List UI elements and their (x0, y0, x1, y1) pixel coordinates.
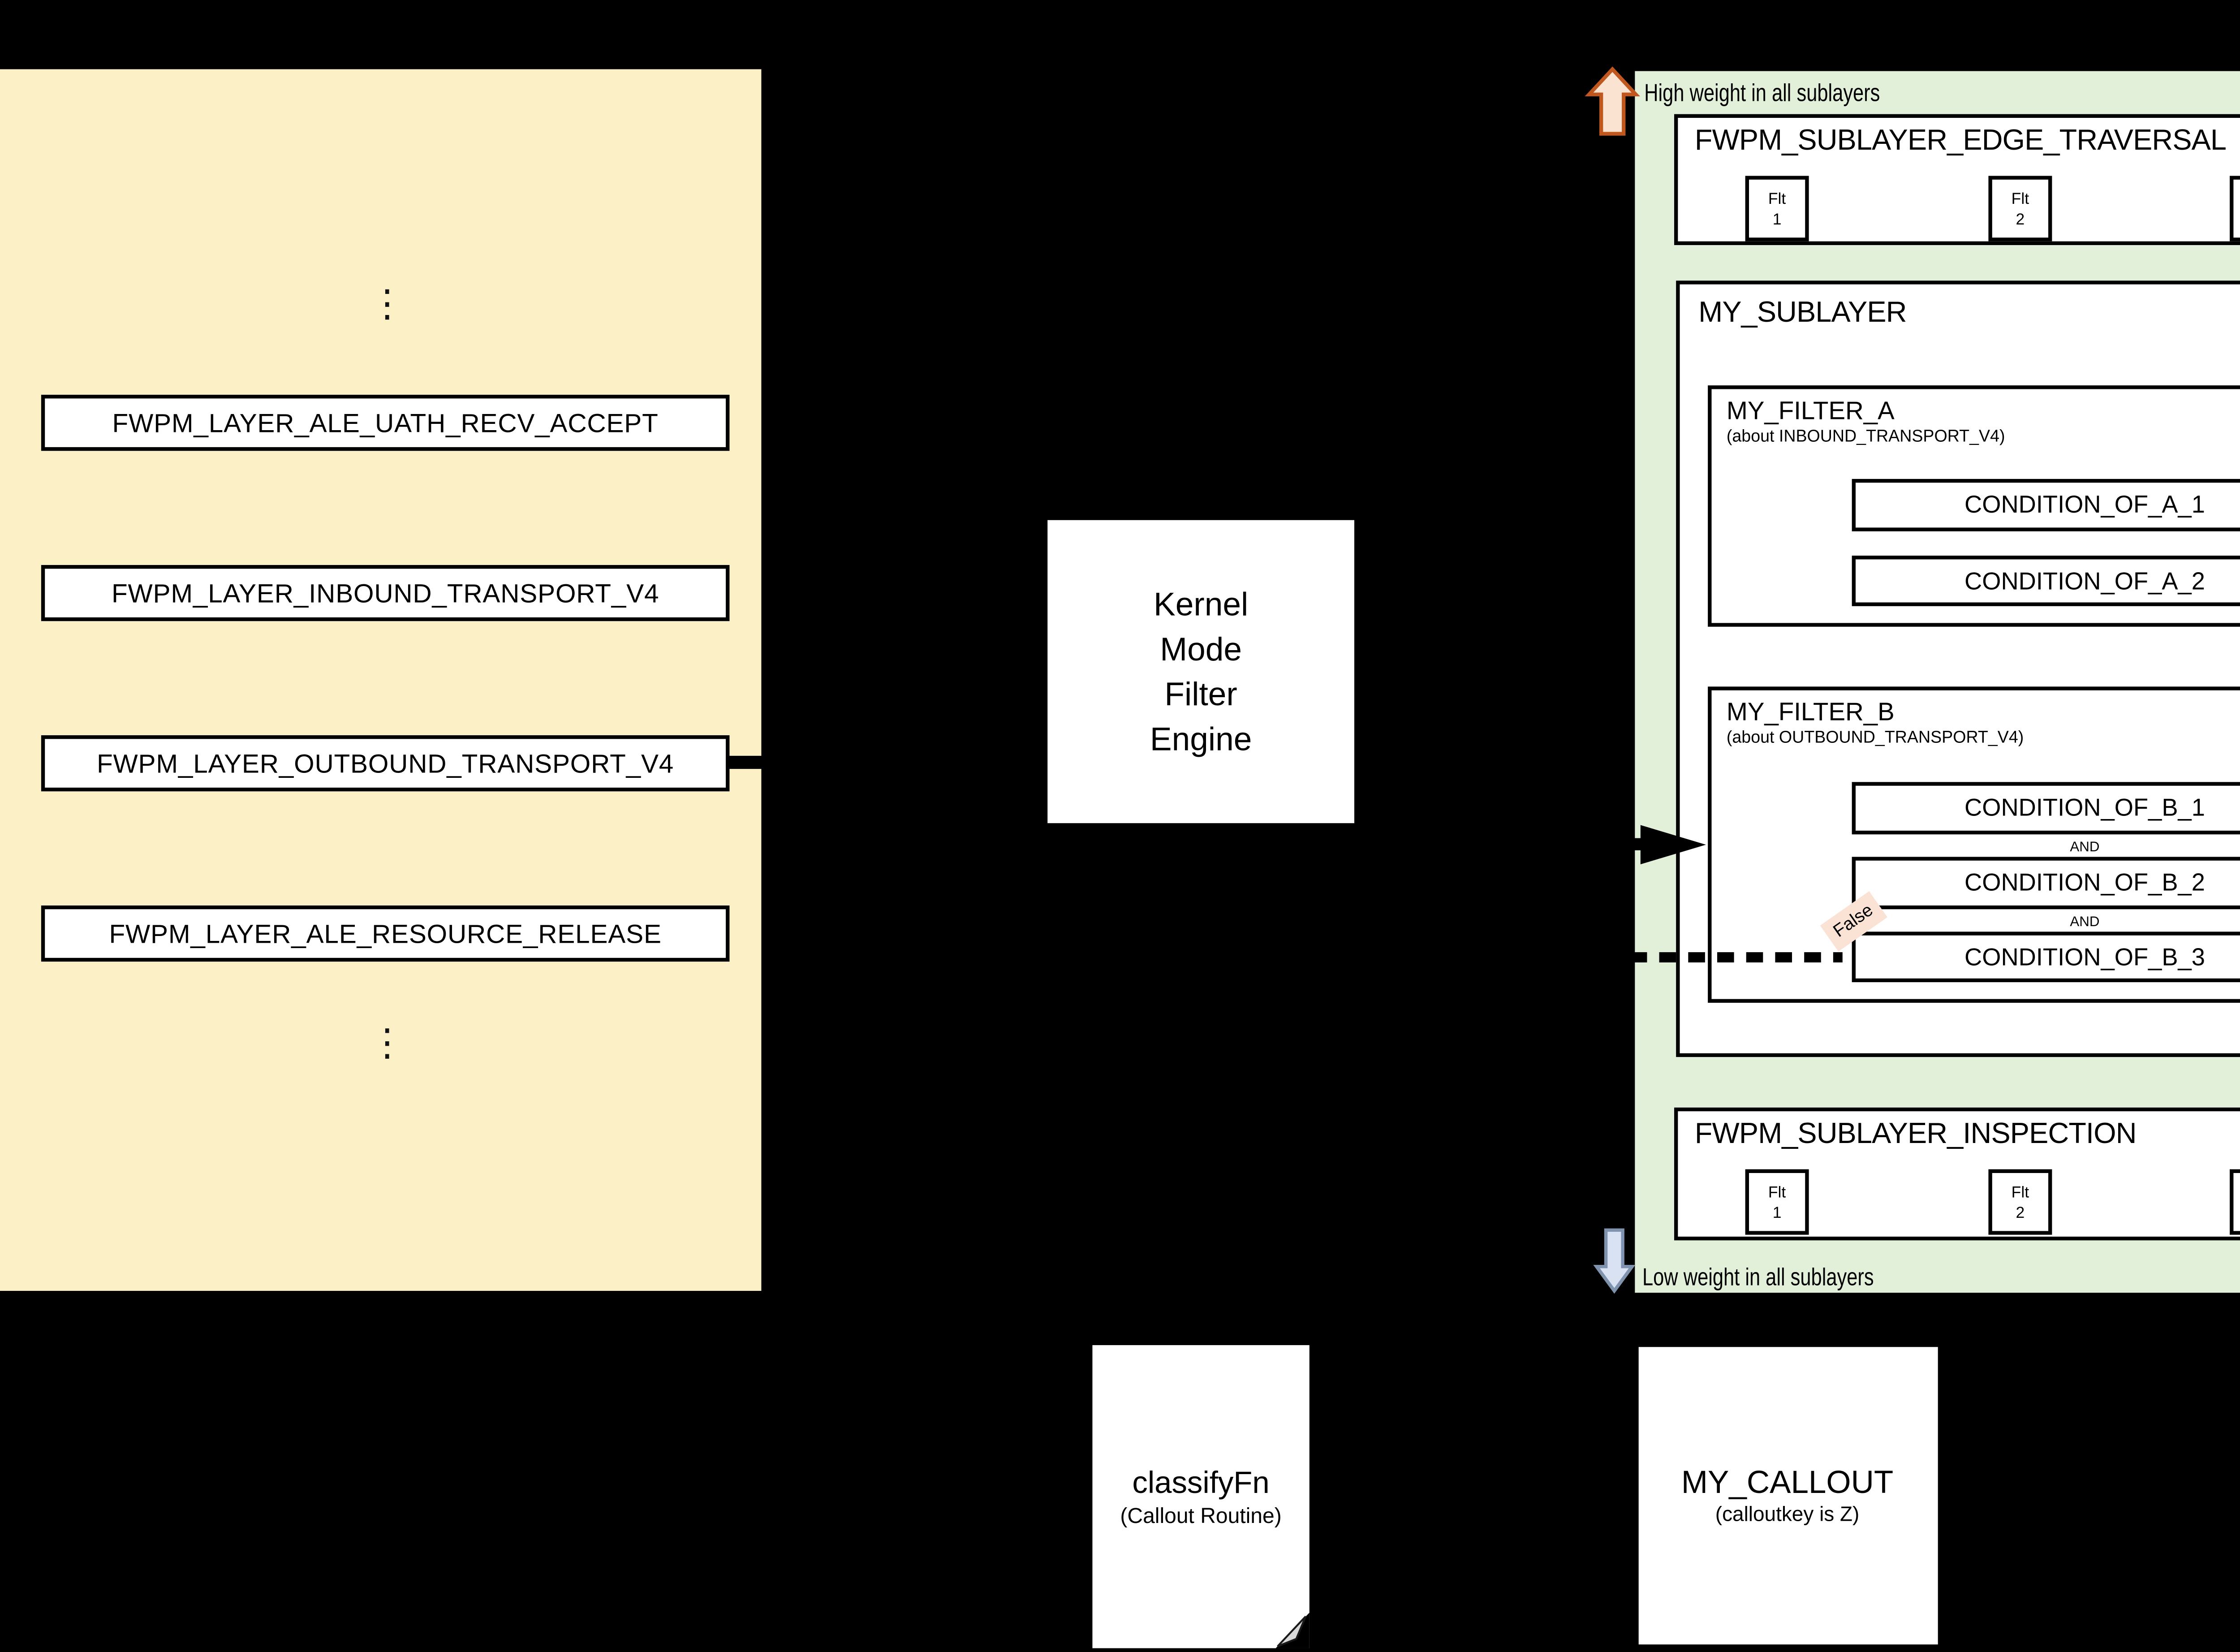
edge-filter-3: Flt 3 (2230, 176, 2240, 242)
kernel-engine-line: Engine (1150, 720, 1252, 758)
my-filter-a-box: MY_FILTER_A (about INBOUND_TRANSPORT_V4)… (1708, 385, 2240, 627)
filtering-layers-panel: ⋮ FWPM_LAYER_ALE_UATH_RECV_ACCEPT FWPM_L… (0, 69, 767, 1291)
my-callout-title: MY_CALLOUT (1681, 1464, 1894, 1500)
classifyfn-document: classifyFn (Callout Routine) (1092, 1345, 1310, 1648)
folded-corner-icon (1275, 1613, 1310, 1648)
and-label-1: AND (2070, 837, 2100, 854)
kernel-engine-line: Filter (1164, 675, 1237, 713)
my-sublayer-title: MY_SUBLAYER (1698, 297, 1907, 329)
inspection-filter-2: Flt 2 (1988, 1169, 2052, 1235)
condition-of-b-2-box: CONDITION_OF_B_2 (1851, 857, 2240, 909)
layer-outbound-transport-v4: FWPM_LAYER_OUTBOUND_TRANSPORT_V4 (41, 735, 730, 792)
layer-ale-resource-release: FWPM_LAYER_ALE_RESOURCE_RELEASE (41, 905, 730, 962)
layer-label: FWPM_LAYER_OUTBOUND_TRANSPORT_V4 (97, 748, 674, 778)
condition-of-b-1-box: CONDITION_OF_B_1 (1851, 782, 2240, 834)
edge-filter-2: Flt 2 (1988, 176, 2052, 242)
edge-filter-1: Flt 1 (1745, 176, 1809, 242)
condition-of-a-2-box: CONDITION_OF_A_2 (1851, 555, 2240, 606)
sublayers-panel: High weight in all sublayers FWPM_SUBLAY… (1635, 71, 2240, 1293)
inspection-filter-3: Flt 3 (2230, 1169, 2240, 1235)
layer-label: FWPM_LAYER_ALE_RESOURCE_RELEASE (109, 919, 662, 949)
outbound-layer-connector-line (726, 755, 767, 769)
vertical-ellipsis-top: ⋮ (368, 280, 406, 326)
kernel-mode-filter-engine-box: Kernel Mode Filter Engine (1047, 520, 1354, 824)
classifyfn-subtitle: (Callout Routine) (1120, 1505, 1282, 1528)
high-weight-label: High weight in all sublayers (1644, 78, 1880, 107)
sublayer-edge-traversal-box: FWPM_SUBLAYER_EDGE_TRAVERSAL Flt 1 Flt 2… (1674, 114, 2240, 245)
condition-of-a-1-box: CONDITION_OF_A_1 (1851, 479, 2240, 531)
my-filter-b-box: MY_FILTER_B (about OUTBOUND_TRANSPORT_V4… (1708, 686, 2240, 1003)
kernel-engine-line: Mode (1160, 630, 1242, 668)
layer-label: FWPM_LAYER_INBOUND_TRANSPORT_V4 (111, 578, 659, 608)
layer-inbound-transport-v4: FWPM_LAYER_INBOUND_TRANSPORT_V4 (41, 565, 730, 621)
my-filter-b-subtitle: (about OUTBOUND_TRANSPORT_V4) (1726, 728, 2024, 746)
low-weight-label: Low weight in all sublayers (1642, 1263, 1874, 1291)
classifyfn-title: classifyFn (1132, 1466, 1270, 1500)
my-filter-b-title: MY_FILTER_B (1726, 698, 1895, 726)
inspection-filter-1: Flt 1 (1745, 1169, 1809, 1235)
sublayer-inspection-box: FWPM_SUBLAYER_INSPECTION Flt 1 Flt 2 Flt… (1674, 1107, 2240, 1241)
sublayer-inspection-title: FWPM_SUBLAYER_INSPECTION (1694, 1118, 2137, 1151)
my-filter-a-subtitle: (about INBOUND_TRANSPORT_V4) (1726, 426, 2005, 445)
my-sublayer-box: MY_SUBLAYER MY_FILTER_A (about INBOUND_T… (1676, 280, 2240, 1057)
layer-label: FWPM_LAYER_ALE_UATH_RECV_ACCEPT (112, 408, 659, 438)
and-label-2: AND (2070, 912, 2100, 929)
vertical-ellipsis-bottom: ⋮ (368, 1019, 406, 1065)
my-callout-box: MY_CALLOUT (calloutkey is Z) (1637, 1346, 1937, 1644)
kernel-engine-line: Kernel (1153, 585, 1249, 623)
sublayer-edge-traversal-title: FWPM_SUBLAYER_EDGE_TRAVERSAL (1694, 125, 2227, 157)
my-filter-a-title: MY_FILTER_A (1726, 397, 1895, 425)
condition-of-b-3-box: CONDITION_OF_B_3 (1851, 931, 2240, 983)
my-callout-subtitle: (calloutkey is Z) (1715, 1503, 1860, 1526)
layer-ale-uath-recv-accept: FWPM_LAYER_ALE_UATH_RECV_ACCEPT (41, 395, 730, 451)
